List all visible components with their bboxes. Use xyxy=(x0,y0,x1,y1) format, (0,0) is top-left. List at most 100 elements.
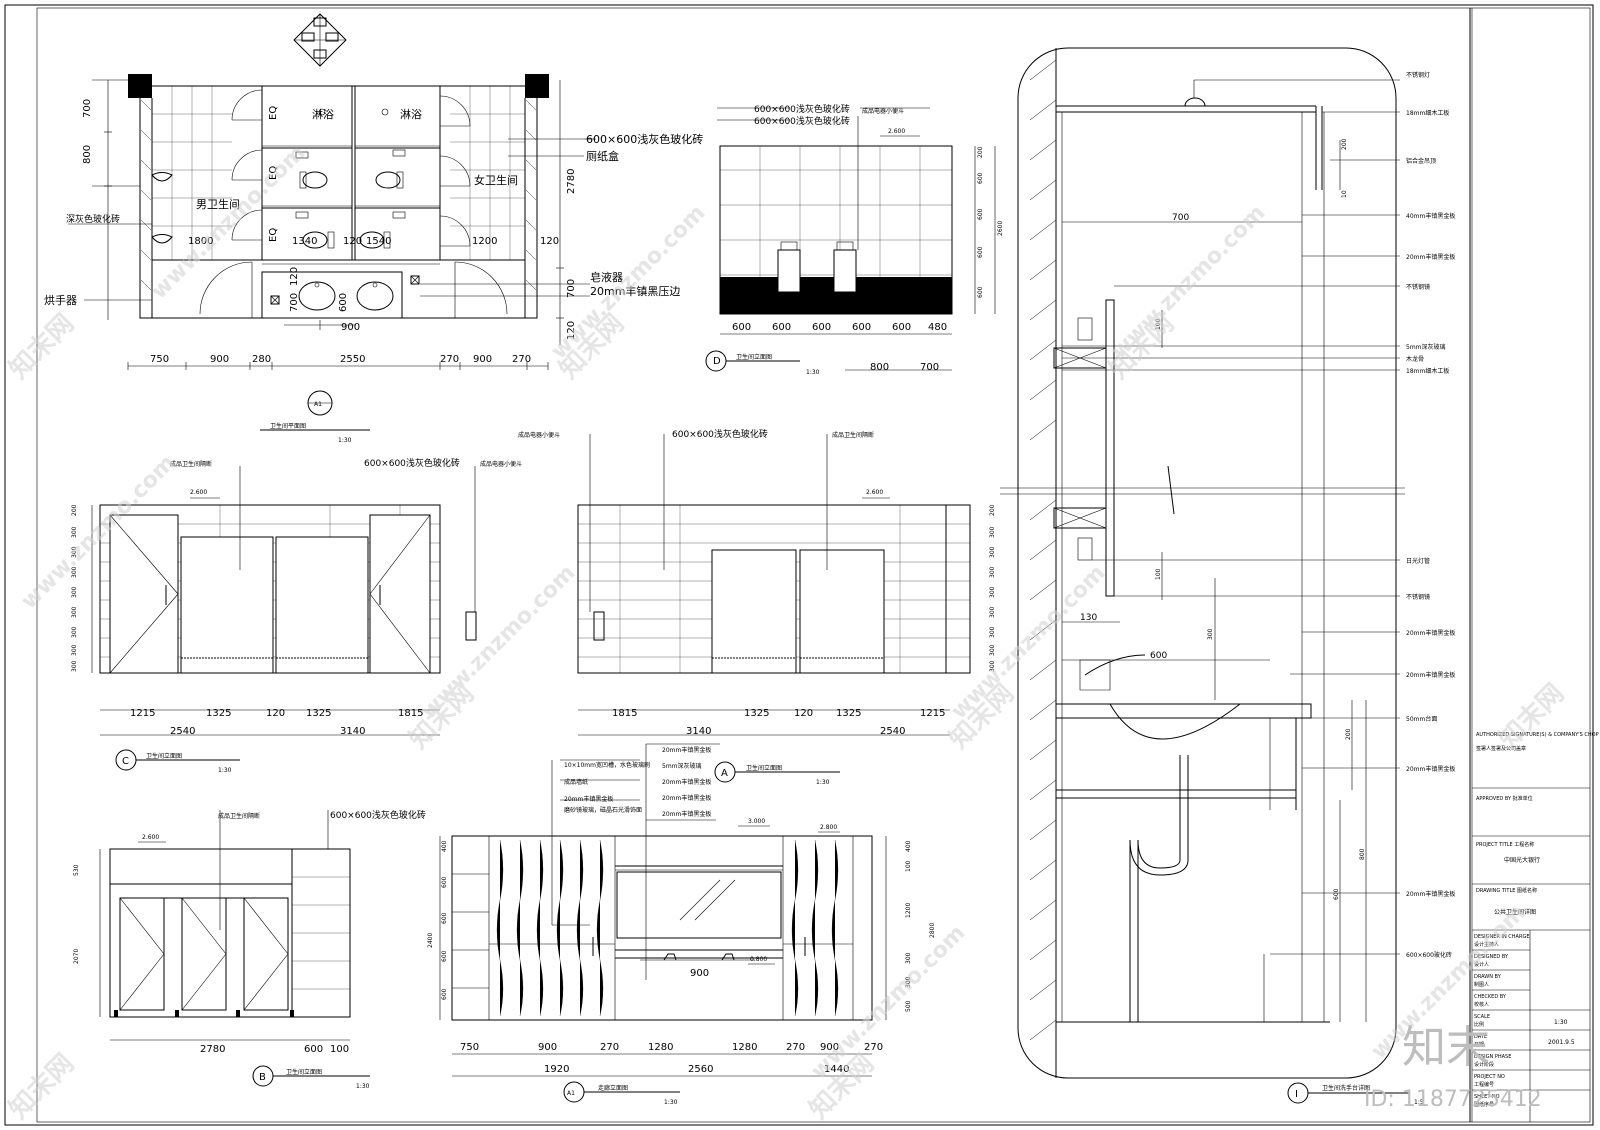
elev-b-title: 卫生间立面图 xyxy=(286,1068,322,1076)
elev-a1-badge: A1 xyxy=(567,1090,575,1097)
elev-d-badge: D xyxy=(713,356,721,367)
tb-row-3: 设计人 xyxy=(1474,961,1489,968)
detail-dims: 700 200 10 100 100 130 600 300 200 800 6… xyxy=(1080,138,1366,900)
detail-badge: I xyxy=(1295,1089,1298,1100)
detail-dim-4: 100 xyxy=(1155,568,1162,580)
elev-a1-label-0: 10×10mm宽凹槽，水色玻璃刷 xyxy=(564,761,650,769)
tb-project-title-label: PROJECT TITLE 工程名称 xyxy=(1476,841,1534,848)
elev-d-r0: 200 xyxy=(977,146,984,158)
tb-row-5: 制图人 xyxy=(1474,981,1489,988)
elev-a-label-2: 成品卫生间隔断 xyxy=(832,431,874,439)
plan-dim-b5: 900 xyxy=(473,354,492,365)
elev-a1-r3: 300 xyxy=(905,952,912,964)
elev-a-s6: 300 xyxy=(989,626,996,638)
elev-a1-label-6: 20mm丰镇黑金板 xyxy=(564,795,613,803)
tb-row-16: SHEET NO xyxy=(1474,1094,1500,1100)
watermark-brand-6: 知末网 xyxy=(1494,679,1570,755)
elev-c-dim-0: 1215 xyxy=(130,708,155,719)
elev-a-s5: 300 xyxy=(989,606,996,618)
detail-title: 卫生间洗手台详图 xyxy=(1322,1084,1370,1092)
elev-a1-label-5: 20mm丰镇黑金板 xyxy=(662,810,711,818)
elev-c-dims: 1215 1325 120 1325 1815 2540 3140 200 30… xyxy=(71,504,423,737)
detail-label-15: 20mm丰镇黑金板 xyxy=(1406,890,1455,898)
detail-label-4: 20mm丰镇黑金板 xyxy=(1406,253,1455,261)
tb-row-11: 日期 xyxy=(1474,1042,1484,1048)
detail-label-1: 18mm细木工板 xyxy=(1406,109,1449,117)
detail-labels: 不锈钢灯 18mm细木工板 铝合金吊顶 40mm丰镇黑金板 20mm丰镇黑金板 … xyxy=(1406,71,1455,959)
plan-dim-i6: 700 xyxy=(289,293,300,312)
elev-a-dim-2: 120 xyxy=(794,708,813,719)
elev-c-dim-2: 120 xyxy=(266,708,285,719)
elev-a-dim-4: 1215 xyxy=(920,708,945,719)
elev-a-dim-0: 1815 xyxy=(612,708,637,719)
plan-dim-i2: 120 xyxy=(343,236,362,247)
elev-a1-total-2: 1440 xyxy=(824,1064,849,1075)
elev-a1-l3: 600 xyxy=(441,950,448,962)
elevation-a xyxy=(577,434,971,783)
plan-dim-r3: 120 xyxy=(566,321,577,340)
detail-label-13: 50mm台面 xyxy=(1406,715,1437,723)
elev-a-dims: 1815 1325 120 1325 1215 3140 2540 200 30… xyxy=(612,504,996,737)
plan-dim-i3: 1540 xyxy=(366,236,391,247)
elev-d-dim-4: 600 xyxy=(892,322,911,333)
elev-d-dim-1: 600 xyxy=(772,322,791,333)
elev-d-r3: 600 xyxy=(977,246,984,258)
eq-label-1: EQ xyxy=(268,106,279,120)
plan-dim-b2: 280 xyxy=(252,354,271,365)
elevation-c xyxy=(91,466,477,771)
elev-a-total-1: 2540 xyxy=(880,726,905,737)
elev-a1-r4: 300 xyxy=(905,976,912,988)
elev-c-scale: 1:30 xyxy=(218,767,232,774)
plan-dim-b3: 2550 xyxy=(340,354,365,365)
elev-a1-dims: 750 900 270 1280 1280 270 900 270 1920 2… xyxy=(427,840,936,1075)
detail-dim-9: 800 xyxy=(1359,848,1366,860)
elev-a1-inner-0: 900 xyxy=(690,968,709,979)
wall-hatch-left xyxy=(140,99,152,291)
toilet-cubicles xyxy=(152,86,525,265)
elev-d-scale: 1:30 xyxy=(806,369,820,376)
compass-symbol xyxy=(293,13,347,67)
basin-section-detail xyxy=(1000,47,1410,1104)
elev-c-label-1: 600×600浅灰色玻化砖 xyxy=(364,457,460,469)
elev-a1-r0: 400 xyxy=(905,840,912,852)
elev-a-dim-3: 1325 xyxy=(836,708,861,719)
elev-a1-dim-0: 750 xyxy=(460,1042,479,1053)
elev-a1-total-0: 1920 xyxy=(544,1064,569,1075)
plan-dims-bottom: 750 900 280 2550 270 900 270 xyxy=(150,354,531,365)
elev-a-label-0: 成品电器小便斗 xyxy=(518,431,560,439)
detail-label-0: 不锈钢灯 xyxy=(1406,71,1430,79)
detail-label-3: 40mm丰镇黑金板 xyxy=(1406,212,1455,220)
elev-b-label-0: 成品卫生间隔断 xyxy=(218,812,260,820)
elev-c-s5: 300 xyxy=(71,606,78,618)
tb-row-4: DRAWN BY xyxy=(1474,974,1502,980)
elevation-b xyxy=(99,810,370,1087)
elev-a1-l4: 600 xyxy=(441,988,448,1000)
tb-row-13: 设计阶段 xyxy=(1474,1061,1494,1068)
room-men-label: 男卫生间 xyxy=(196,197,240,211)
elev-d-dim-2: 600 xyxy=(812,322,831,333)
elev-a1-label-9: 磨砂镜玻璃，磁晶石光滑饰面 xyxy=(564,806,642,814)
elev-c-s4: 300 xyxy=(71,586,78,598)
elev-a1-dim-1: 900 xyxy=(538,1042,557,1053)
detail-dim-2: 10 xyxy=(1341,190,1348,198)
elev-d-dim-3: 600 xyxy=(852,322,871,333)
elev-a-s8: 300 xyxy=(989,660,996,672)
plan-edge-label: 20mm丰镇黑压边 xyxy=(590,284,680,298)
elev-a1-dim-4: 1280 xyxy=(732,1042,757,1053)
tb-project-title: 中国光大银行 xyxy=(1504,856,1540,864)
elev-a1-level-0: 3.000 xyxy=(748,818,765,825)
elevation-a1 xyxy=(439,743,887,1103)
watermark-logo: 知末 xyxy=(1402,1022,1490,1073)
tb-signatures-cn: 签署人签署及公司盖章 xyxy=(1476,745,1526,752)
tb-signatures: AUTHORIZED SIGNATURE(S) & COMPANY'S CHOP xyxy=(1476,732,1599,738)
elev-a1-labels: 10×10mm宽凹槽，水色玻璃刷 20mm丰镇黑金板 5mm深灰玻璃 20mm丰… xyxy=(564,746,711,818)
detail-label-8: 18mm细木工板 xyxy=(1406,367,1449,375)
elev-a-scale: 1:30 xyxy=(816,779,830,786)
elev-b-s0: 530 xyxy=(73,864,80,876)
elev-d-dim-5: 480 xyxy=(928,322,947,333)
elev-a-s1: 300 xyxy=(989,526,996,538)
elev-c-s2: 300 xyxy=(71,546,78,558)
watermark-brand-7: 知末网 xyxy=(4,1049,80,1125)
tb-row-9: 比例 xyxy=(1474,1021,1484,1028)
elev-c-s3: 300 xyxy=(71,566,78,578)
